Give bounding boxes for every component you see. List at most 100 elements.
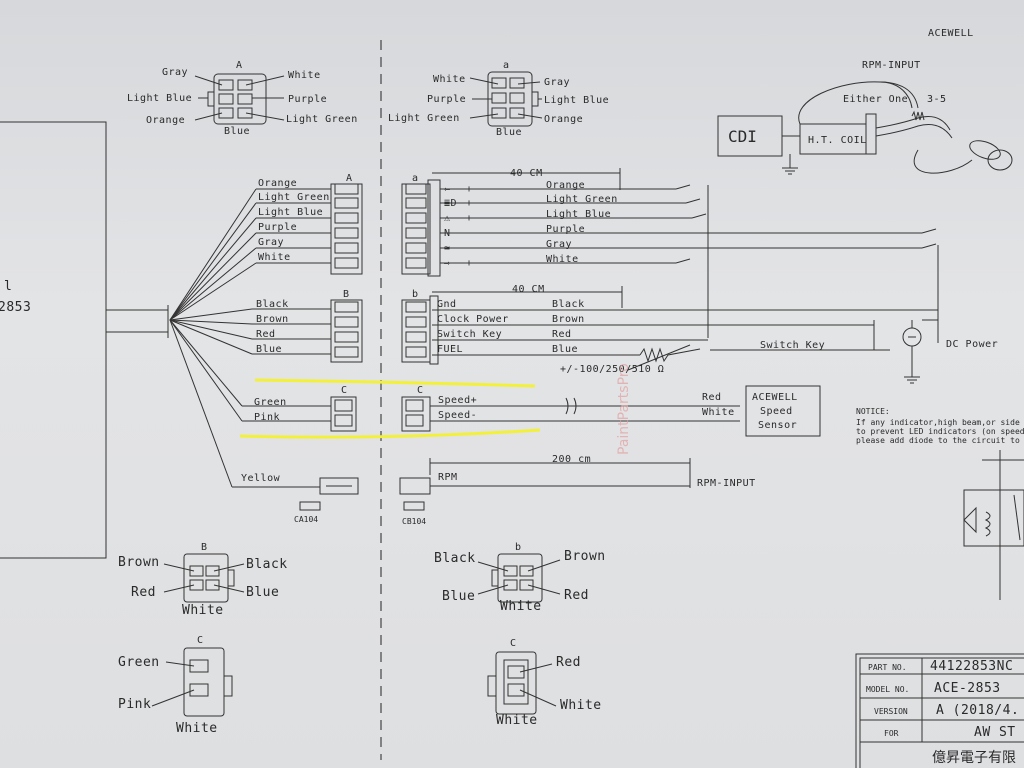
svg-text:Switch Key: Switch Key [760, 340, 825, 351]
dc-power-label: DC Power [946, 339, 998, 350]
svg-text:b: b [515, 542, 522, 553]
wire-label: Light Blue [546, 209, 611, 220]
wire-label: Light Green [258, 192, 330, 203]
svg-text:Purple: Purple [427, 94, 466, 105]
slot [334, 316, 359, 328]
slot [405, 257, 427, 269]
wire-label: Blue [552, 344, 578, 355]
svg-text:Either One: Either One [843, 94, 908, 105]
svg-text:RPM-INPUT: RPM-INPUT [862, 60, 921, 71]
slot [334, 227, 359, 239]
wire-label: Orange [546, 180, 585, 191]
svg-text:AW ST: AW ST [974, 725, 1016, 740]
svg-text:Light Blue: Light Blue [127, 93, 192, 104]
notice-block: NOTICE: If any indicator,high beam,or si… [856, 407, 1024, 600]
svg-text:to prevent LED indicators (on: to prevent LED indicators (on speedomete… [856, 427, 1024, 436]
svg-text:Orange: Orange [146, 115, 185, 126]
svg-text:40 CM: 40 CM [510, 168, 543, 179]
svg-text:A: A [346, 173, 353, 184]
svg-text:B: B [343, 289, 350, 300]
svg-text:40 CM: 40 CM [512, 284, 545, 295]
brand-label: ACEWELL [928, 28, 974, 39]
slot [405, 183, 427, 195]
fan-wire [169, 319, 243, 422]
svg-text:White: White [702, 407, 735, 418]
highlight-top [254, 378, 536, 388]
face-B-bottom: B Brown Black Red Blue White [118, 542, 287, 618]
watermark: PaintPartsPro [616, 363, 632, 455]
svg-text:Red: Red [564, 588, 589, 603]
svg-text:White: White [182, 603, 224, 618]
wire-label: Red [552, 329, 572, 340]
svg-text:White: White [500, 599, 542, 614]
meter-label-2: 2853 [0, 300, 31, 315]
svg-text:b: b [412, 289, 419, 300]
svg-text:Blue: Blue [442, 589, 475, 604]
svg-text:White: White [176, 721, 218, 736]
slot [334, 331, 359, 343]
svg-text:Light Green: Light Green [286, 114, 358, 125]
wire-label: Blue [256, 344, 282, 355]
wire-label: Purple [546, 224, 585, 235]
pin-label: Clock Power [437, 314, 509, 325]
svg-text:C: C [341, 385, 348, 396]
svg-text:Red: Red [131, 585, 156, 600]
wire-label: Green [254, 397, 287, 408]
fan-wire [169, 308, 253, 321]
switch [675, 184, 691, 190]
wire-label: Purple [258, 222, 297, 233]
svg-text:C: C [417, 385, 424, 396]
svg-text:Blue: Blue [224, 126, 250, 137]
svg-text:Brown: Brown [564, 549, 606, 564]
svg-text:H.T. COIL: H.T. COIL [808, 135, 867, 146]
face-c-bottom: C Red White White [487, 638, 601, 728]
wire-label: Light Green [546, 194, 618, 205]
svg-text:RPM-INPUT: RPM-INPUT [697, 478, 756, 489]
svg-text:Speed: Speed [760, 406, 793, 417]
switch [921, 243, 937, 249]
connector-a-face: a White Gray Purple Light Blue Light Gre… [388, 60, 609, 138]
fan-wire [169, 188, 257, 321]
wire-label: Black [256, 299, 289, 310]
slot [334, 212, 359, 224]
svg-text:If any indicator,high beam,or: If any indicator,high beam,or side light… [856, 418, 1024, 427]
speed-sensor-box [745, 385, 821, 437]
slot [334, 242, 359, 254]
wire-label: Black [552, 299, 585, 310]
fan-wire [169, 202, 257, 321]
fan-wire [169, 247, 257, 321]
svg-text:MODEL NO.: MODEL NO. [866, 685, 909, 694]
svg-text:Sensor: Sensor [758, 420, 797, 431]
fan-wire [169, 262, 257, 321]
switch-bus: Switch Key DC Power +/-100/250/510 Ω [560, 185, 998, 384]
svg-text:Gray: Gray [162, 67, 188, 78]
switch [675, 258, 691, 264]
svg-text:White: White [433, 74, 466, 85]
wire-label: Red [256, 329, 276, 340]
svg-text:White: White [496, 713, 538, 728]
wire-label: Brown [552, 314, 585, 325]
meter-label-1: l [4, 279, 12, 294]
svg-text:a: a [503, 60, 510, 71]
fan-wire [169, 232, 257, 321]
svg-text:Orange: Orange [544, 114, 583, 125]
svg-text:Blue: Blue [496, 127, 522, 138]
svg-text:Light Blue: Light Blue [544, 95, 609, 106]
wire-label: Brown [256, 314, 289, 325]
svg-text:200 cm: 200 cm [552, 454, 591, 465]
switch [921, 228, 937, 234]
svg-text:RPM: RPM [438, 472, 458, 483]
svg-text:VERSION: VERSION [874, 707, 908, 716]
highlight-bottom [239, 428, 541, 439]
rpm-row: 200 cm Yellow RPM RPM-INPUT CA104 CB104 [232, 454, 756, 526]
svg-text:C: C [510, 638, 517, 649]
svg-text:Red: Red [556, 655, 581, 670]
wire-label: Light Blue [258, 207, 323, 218]
slot [405, 212, 427, 224]
cdi-label: CDI [728, 127, 757, 146]
slot [405, 227, 427, 239]
